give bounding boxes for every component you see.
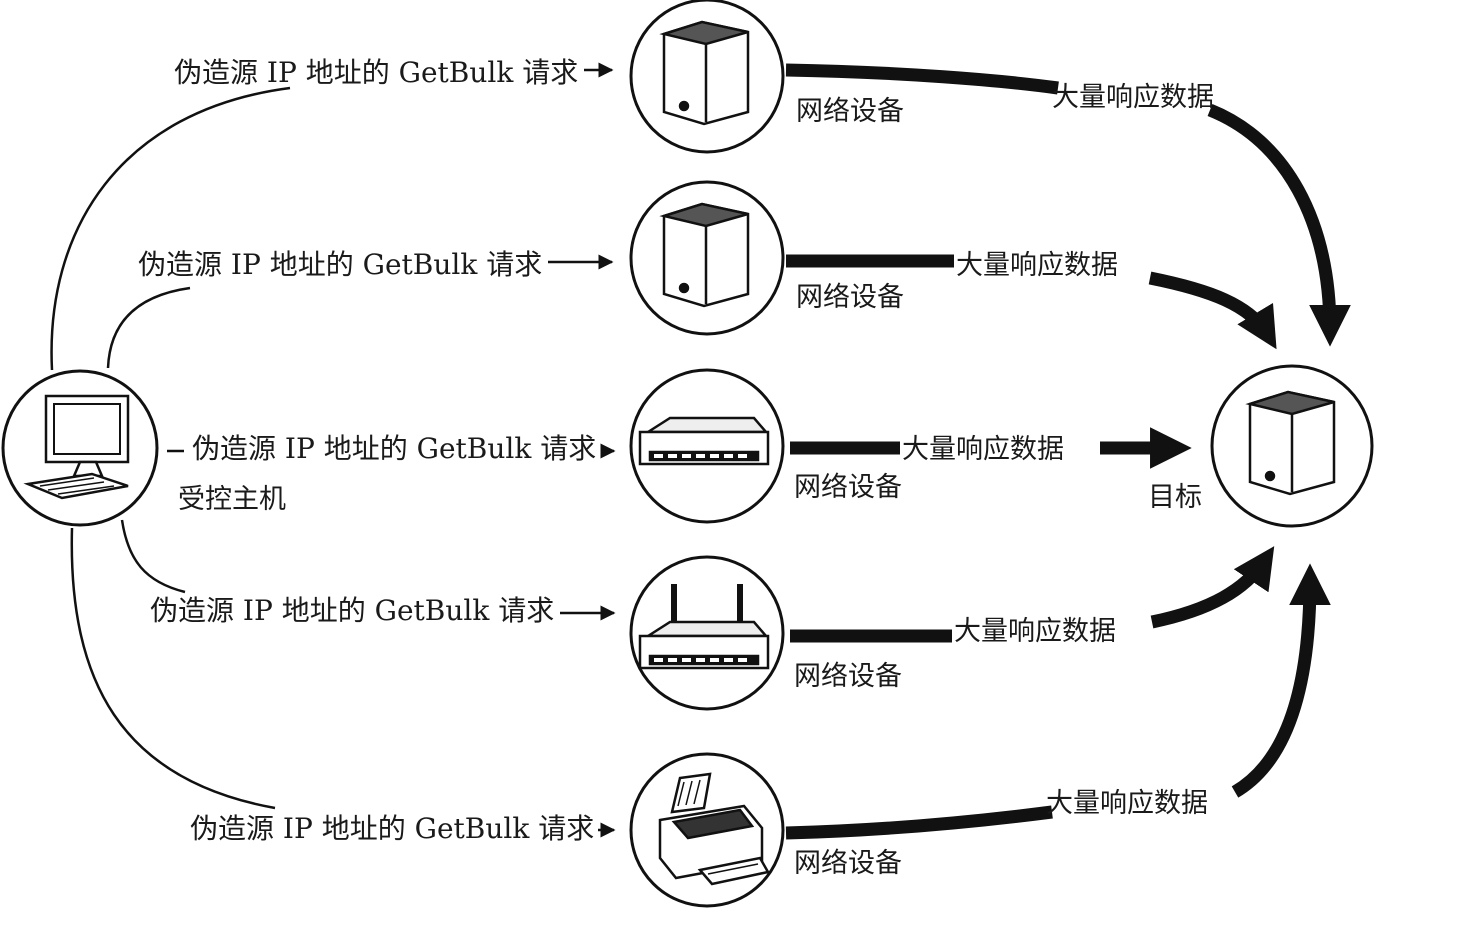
device-label-3: 网络设备: [794, 472, 902, 503]
response-label-4: 大量响应数据: [954, 616, 1116, 647]
request-label-1: 伪造源 IP 地址的 GetBulk 请求: [174, 56, 578, 89]
device-label-4: 网络设备: [794, 661, 902, 692]
response-line-5: [785, 805, 1053, 840]
host-fanout-lines: [50, 86, 291, 810]
fanout-line-5: [70, 527, 276, 810]
response-arrow-5: [1231, 563, 1331, 798]
fanout-line-1: [50, 86, 291, 371]
server-icon: [1245, 390, 1336, 496]
request-label-4: 伪造源 IP 地址的 GetBulk 请求: [150, 594, 554, 627]
desktop-computer-icon: [23, 394, 130, 500]
server-icon: [659, 202, 750, 308]
response-label-1: 大量响应数据: [1052, 82, 1214, 113]
request-arrows: [167, 62, 616, 838]
host-label: 受控主机: [178, 484, 286, 515]
fanout-line-2: [106, 286, 191, 369]
request-label-5: 伪造源 IP 地址的 GetBulk 请求: [190, 812, 594, 845]
printer-icon: [658, 772, 770, 886]
router-icon: [638, 584, 770, 670]
request-label-3: 伪造源 IP 地址的 GetBulk 请求: [192, 432, 596, 465]
response-label-3: 大量响应数据: [902, 434, 1064, 465]
server-icon: [659, 20, 750, 126]
response-arrow-4: [1150, 546, 1275, 629]
labels: 伪造源 IP 地址的 GetBulk 请求 伪造源 IP 地址的 GetBulk…: [138, 56, 1214, 879]
fanout-line-4: [120, 519, 186, 594]
response-label-2: 大量响应数据: [956, 250, 1118, 281]
response-line-1: [785, 63, 1059, 95]
response-arrows: [785, 63, 1351, 840]
target-label: 目标: [1148, 482, 1202, 513]
device-label-1: 网络设备: [796, 96, 904, 127]
response-label-5: 大量响应数据: [1046, 788, 1208, 819]
response-arrow-1: [1207, 103, 1351, 347]
switch-icon: [638, 416, 770, 466]
device-label-2: 网络设备: [796, 282, 904, 313]
response-arrow-2: [1148, 271, 1277, 350]
device-label-5: 网络设备: [794, 848, 902, 879]
request-label-2: 伪造源 IP 地址的 GetBulk 请求: [138, 248, 542, 281]
